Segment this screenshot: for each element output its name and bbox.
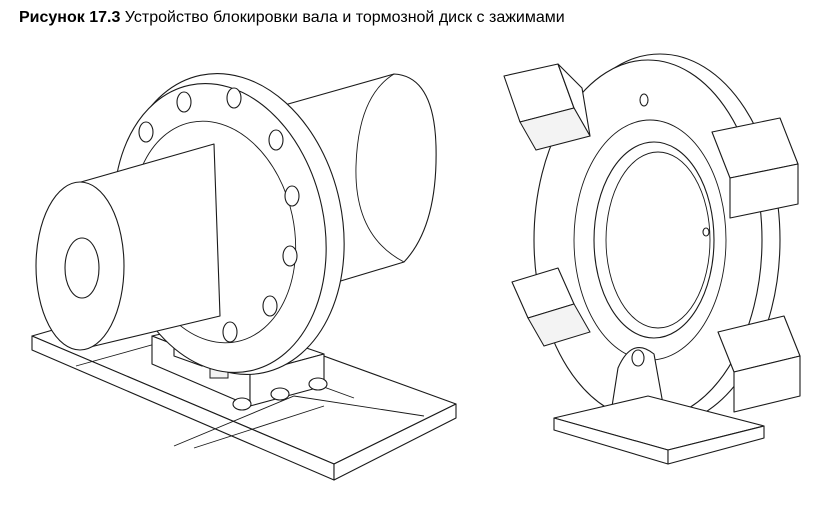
lock-bolts xyxy=(232,377,328,411)
figure-number: Рисунок 17.3 xyxy=(19,9,121,26)
figure-title: Устройство блокировки вала и тормозной д… xyxy=(120,9,565,26)
brake-disc-svg xyxy=(503,53,801,465)
brake-disc-drawing xyxy=(498,36,816,510)
shaft-lock-svg xyxy=(31,73,457,481)
caliper-top-left xyxy=(503,63,591,151)
figure-caption: Рисунок 17.3 Устройство блокировки вала … xyxy=(19,9,565,27)
shaft-lock-drawing xyxy=(24,36,460,510)
caliper-bottom-left xyxy=(511,267,591,347)
disc-holes xyxy=(639,93,710,237)
caliper-bottom-right xyxy=(717,315,801,413)
caliper-top-right xyxy=(711,117,799,219)
shaft-left xyxy=(35,143,221,351)
flange-holes xyxy=(138,87,300,343)
mount-bracket xyxy=(553,346,765,465)
